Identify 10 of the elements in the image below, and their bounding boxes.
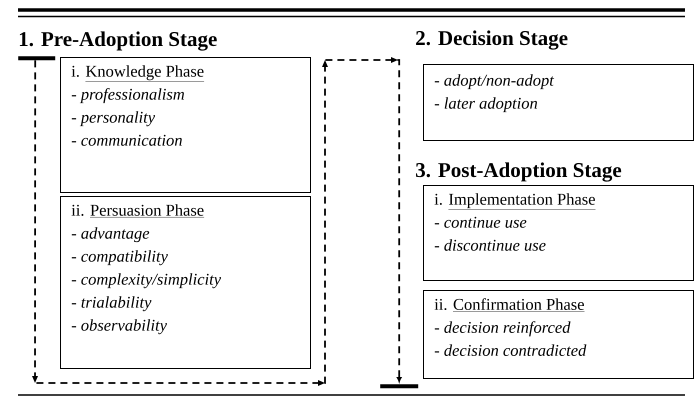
phase-box: ii. Confirmation Phase - decision reinforced - decision contradicted: [423, 290, 694, 379]
phase-box: i. Knowledge Phase - professionalism - personality - communication: [60, 57, 311, 193]
phase-box: i. Implementation Phase - continue use - discontinue use: [423, 185, 694, 281]
dashed-arrow: [32, 57, 402, 386]
phase-box: - adopt/non-adopt - later adoption: [423, 64, 694, 141]
stage-heading: 3. Post-Adoption Stage: [416, 162, 622, 182]
stage-heading: 1. Pre-Adoption Stage: [20, 31, 217, 51]
phase-box: ii. Persuasion Phase - advantage - compatibility - complexity/simplicity - trialability - observability: [60, 196, 311, 369]
stage-heading: 2. Decision Stage: [416, 30, 568, 50]
end-bar: [18, 56, 56, 60]
